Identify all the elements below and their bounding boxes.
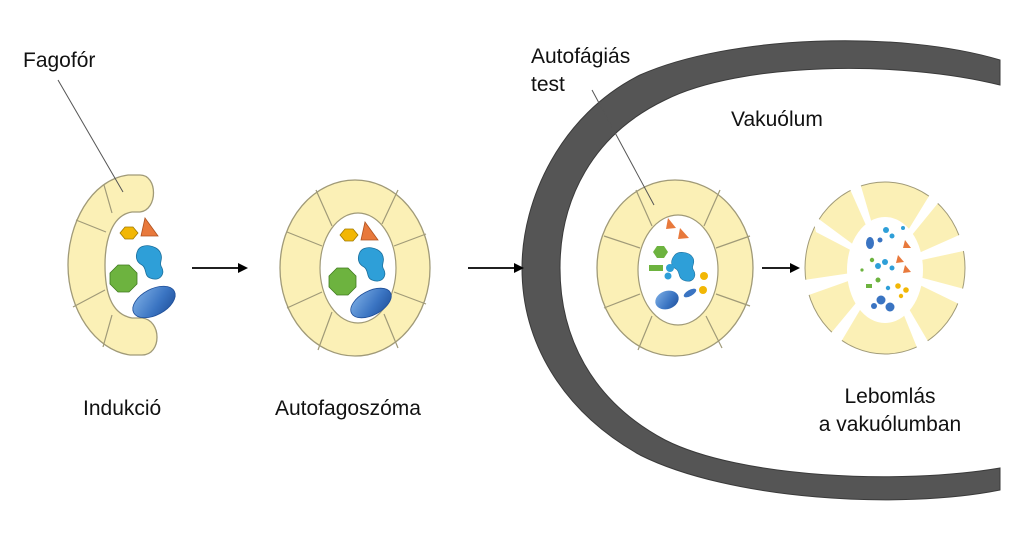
cargo-green — [328, 267, 357, 296]
degrading-body — [804, 176, 968, 360]
label-autophagic-body-line1: Autofágiás — [531, 45, 631, 68]
cargo-cyan — [357, 247, 386, 282]
cargo-yellow — [119, 226, 139, 240]
phagophore-membrane — [67, 174, 158, 356]
cargo-cyan — [135, 245, 164, 280]
cargo-yellow — [339, 228, 359, 242]
cargo-green — [109, 264, 138, 293]
label-phagophore: Fagofór — [23, 49, 96, 72]
cargo-blue-ellipse — [350, 287, 392, 319]
autophagic-body — [596, 179, 754, 357]
degrading-fragments — [860, 226, 911, 312]
label-degradation-line1: Lebomlás — [844, 385, 936, 408]
phagophore-segments — [72, 184, 113, 348]
autophagic-body-cargo — [649, 218, 708, 310]
label-autophagosome: Autofagoszóma — [275, 397, 421, 420]
cargo-orange — [360, 221, 379, 241]
degrading-body-lumen — [847, 217, 923, 323]
autophagosome-segments — [286, 189, 427, 351]
label-vacuole: Vakuólum — [731, 108, 823, 131]
arrow-2 — [468, 263, 524, 273]
autophagosome — [279, 179, 431, 357]
cargo-blue-ellipse — [132, 285, 176, 319]
label-induction: Indukció — [83, 397, 162, 420]
cargo-orange — [140, 217, 159, 237]
arrow-3 — [762, 263, 800, 273]
phagophore-cargo — [109, 217, 176, 319]
vacuole-membrane — [521, 40, 1001, 501]
autophagosome-cargo — [328, 221, 392, 319]
label-autophagic-body-line2: test — [531, 73, 565, 96]
autophagic-body-segments — [603, 189, 751, 351]
arrow-1 — [192, 263, 248, 273]
phagophore-leader-line — [57, 79, 124, 193]
autophagic-body-leader-line — [591, 89, 655, 206]
phagophore — [67, 174, 176, 356]
label-degradation-line2: a vakuólumban — [818, 413, 962, 436]
